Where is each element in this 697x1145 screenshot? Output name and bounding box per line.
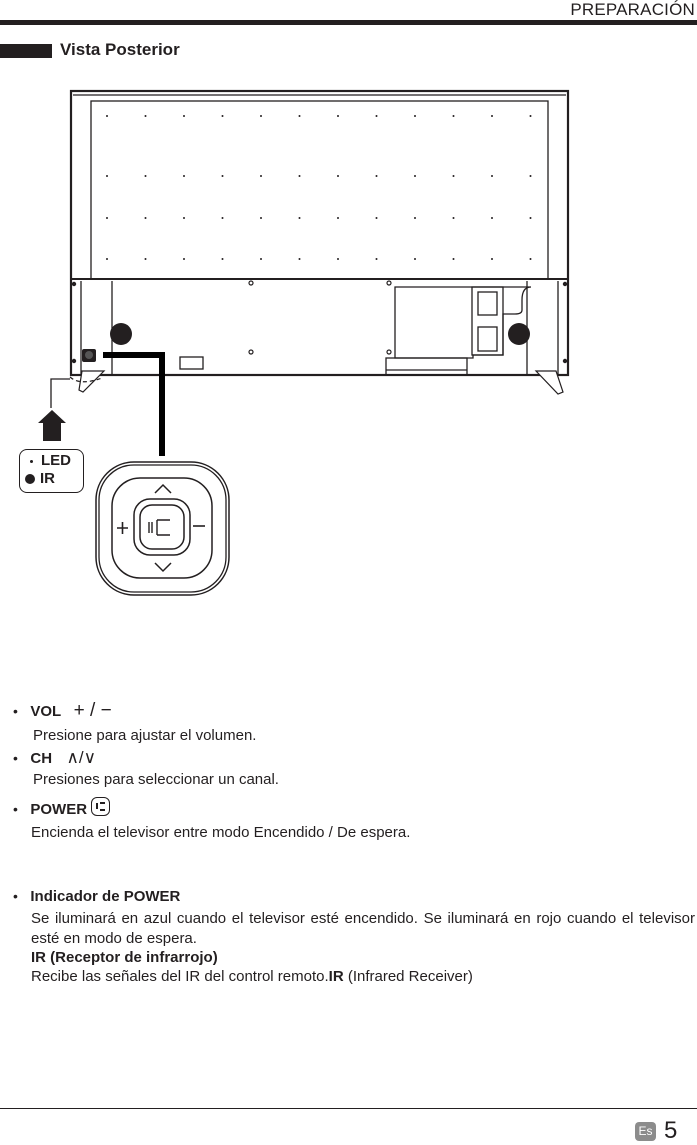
indicator-heading: • Indicador de POWER xyxy=(13,888,181,905)
vol-label: VOL xyxy=(30,703,62,720)
ir-label: IR xyxy=(40,470,55,487)
indicator-description: Se iluminará en azul cuando el televisor… xyxy=(31,910,695,947)
ir-dot-icon xyxy=(25,474,35,485)
vol-description: Presione para ajustar el volumen. xyxy=(33,727,257,744)
tv-rear-diagram xyxy=(38,89,570,596)
ir-legend-row: IR xyxy=(25,470,55,487)
ir-title: IR (Receptor de infrarrojo) xyxy=(31,949,218,966)
led-ir-legend: LED IR xyxy=(19,449,84,493)
ch-symbol: ∧/∨ xyxy=(66,748,97,767)
chapter-title: PREPARACIÓN xyxy=(570,0,695,19)
page-number: 5 xyxy=(664,1117,678,1144)
power-button-icon xyxy=(91,797,111,816)
power-description: Encienda el televisor entre modo Encendi… xyxy=(31,824,411,841)
led-legend-row: LED xyxy=(25,452,71,469)
ir-description: Recibe las señales del IR del control re… xyxy=(31,967,473,987)
ir-english: (Infrared Receiver) xyxy=(347,968,473,985)
section-title: Vista Posterior xyxy=(60,40,180,59)
ir-abbr: IR xyxy=(328,968,344,985)
led-label: LED xyxy=(41,452,71,469)
ir-text: Recibe las señales del IR del control re… xyxy=(31,968,329,985)
control-vol: • VOL + / − xyxy=(13,700,112,721)
vol-symbol: + / − xyxy=(73,700,112,721)
control-ch: • CH ∧/∨ xyxy=(13,748,97,767)
header-rule xyxy=(0,20,697,25)
led-dot-icon xyxy=(30,459,33,463)
ch-label: CH xyxy=(30,750,53,767)
power-label: POWER xyxy=(30,801,88,818)
section-marker xyxy=(0,44,52,58)
control-power: • POWER xyxy=(13,797,111,819)
indicator-title: Indicador de POWER xyxy=(30,888,181,905)
footer-rule xyxy=(0,1108,697,1109)
ch-description: Presiones para seleccionar un canal. xyxy=(33,771,279,788)
language-badge: Es xyxy=(635,1122,656,1141)
